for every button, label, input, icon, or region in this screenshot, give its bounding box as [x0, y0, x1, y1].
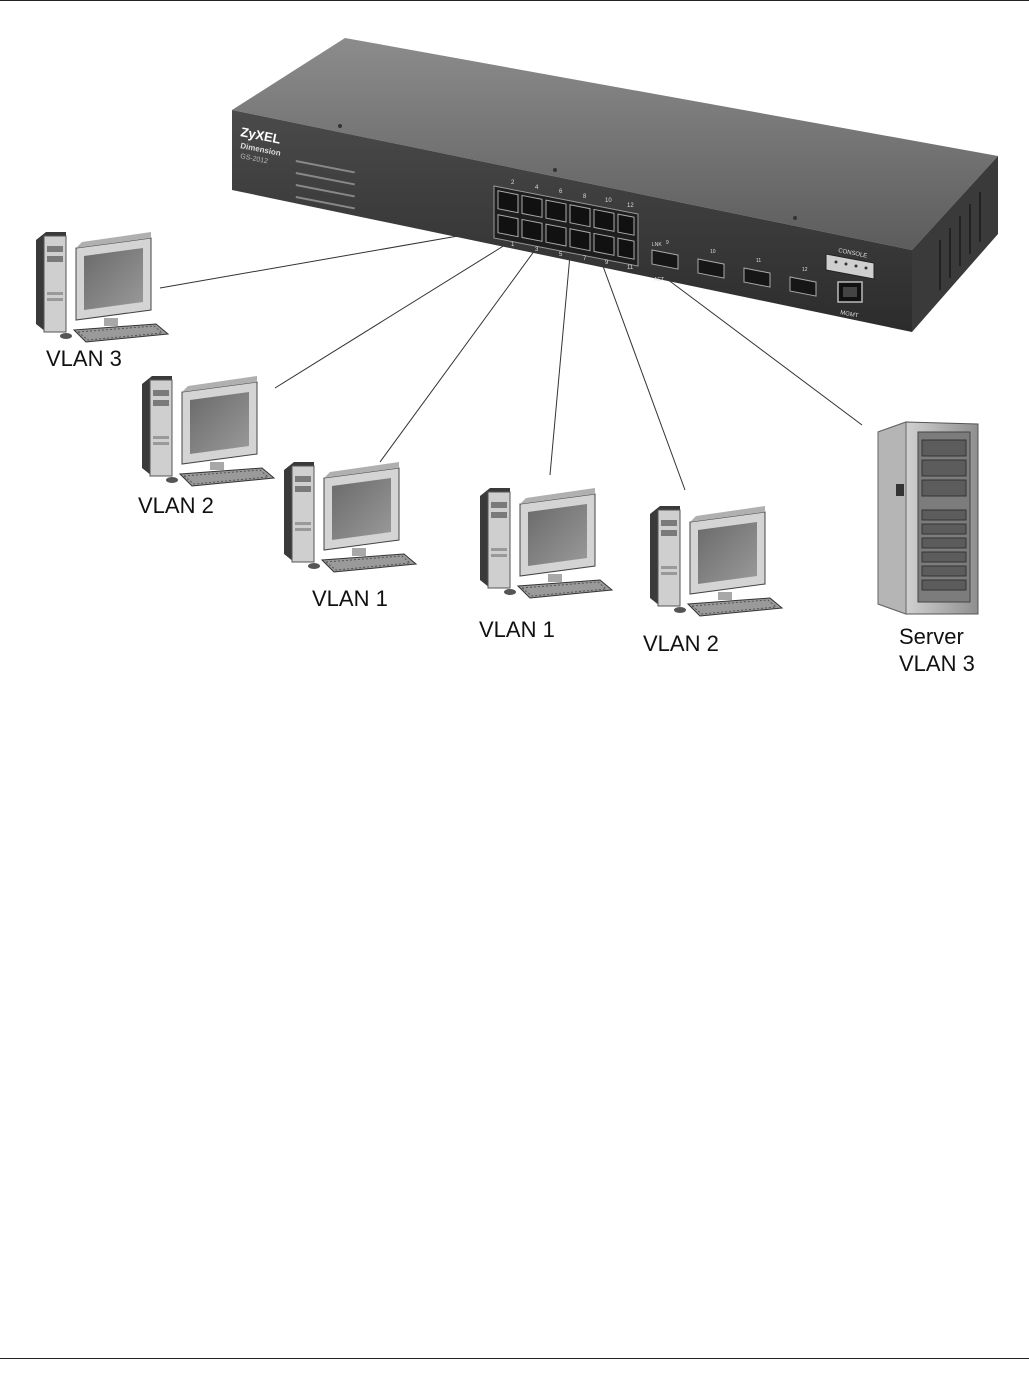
- label-vlan2-right-computer: VLAN 2: [643, 631, 719, 656]
- port-number-top: 10: [605, 198, 612, 204]
- computer-vlan2-left: [141, 375, 275, 487]
- sfp-number: 12: [802, 267, 808, 273]
- network-diagram: ZyXEL Dimension GS-2012 2 4 6: [35, 38, 998, 617]
- port-number-top: 8: [583, 194, 587, 200]
- console-port: [825, 253, 875, 280]
- port-number-bottom: 3: [535, 247, 539, 253]
- label-server-vlan: VLAN 3: [899, 651, 975, 676]
- top-rule: [0, 0, 1029, 1]
- computer-vlan2-right: [649, 505, 783, 617]
- computer-vlan1-right: [479, 487, 613, 599]
- connection-lines: [159, 235, 863, 491]
- port-number-bottom: 5: [559, 252, 563, 258]
- sfp-link-label: LNK: [652, 242, 662, 248]
- port-number-top: 4: [535, 185, 539, 191]
- port-number-bottom: 11: [627, 265, 634, 271]
- computer-vlan3: [35, 231, 169, 343]
- sfp-act-label: ACT: [654, 277, 664, 283]
- computer-vlan1-left: [283, 461, 417, 573]
- label-vlan1-right-computer: VLAN 1: [479, 617, 555, 642]
- port-number-bottom: 9: [605, 260, 609, 266]
- bottom-rule: [0, 1358, 1029, 1359]
- mgmt-label: MGMT: [840, 310, 859, 319]
- label-vlan3-computer: VLAN 3: [46, 346, 122, 371]
- label-vlan2-left-computer: VLAN 2: [138, 493, 214, 518]
- mgmt-port: [837, 281, 863, 303]
- port-number-bottom: 1: [511, 242, 515, 248]
- network-switch: ZyXEL Dimension GS-2012 2 4 6: [232, 38, 998, 332]
- port-number-top: 12: [627, 203, 634, 209]
- label-server-name: Server: [899, 624, 964, 649]
- port-number-top: 6: [559, 189, 563, 195]
- sfp-number: 11: [756, 258, 761, 264]
- sfp-number: 10: [710, 249, 716, 255]
- port-number-bottom: 7: [583, 256, 587, 262]
- label-vlan1-left-computer: VLAN 1: [312, 586, 388, 611]
- sfp-number: 9: [666, 240, 669, 246]
- port-number-top: 2: [511, 180, 515, 186]
- console-label: CONSOLE: [838, 248, 868, 259]
- server: [877, 421, 979, 615]
